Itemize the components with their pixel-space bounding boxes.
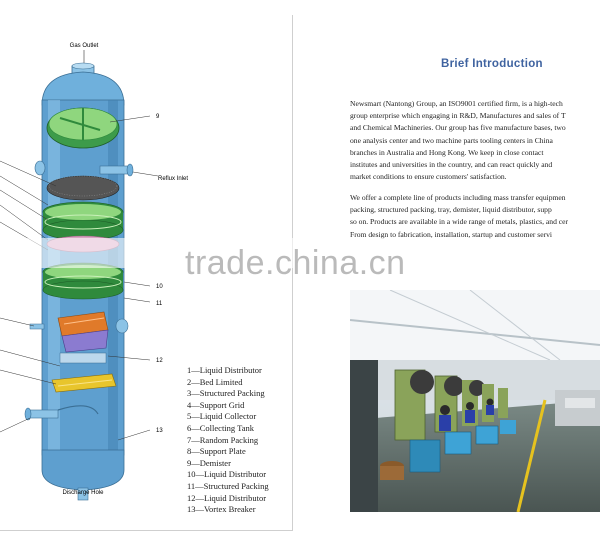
- gas-outlet-label: Gas Outlet: [70, 43, 99, 49]
- legend-item: 7—Random Packing: [187, 434, 259, 445]
- callout-12: 12: [156, 358, 163, 364]
- legend-item: 9—Demister: [187, 457, 231, 468]
- text-line: branches in Australia and Hong Kong. We …: [350, 147, 544, 157]
- bottom-inlet-pipe: [27, 409, 59, 419]
- factory-photo: [350, 290, 600, 512]
- legend-item: 2—Bed Limited: [187, 376, 243, 387]
- text-line: Newsmart (Nantong) Group, an ISO9001 cer…: [350, 99, 563, 108]
- tower-diagram: Gas Outlet Reflux Inlet: [0, 43, 188, 501]
- legend-item: 3—Structured Packing: [187, 388, 265, 399]
- legend-item: 10—Liquid Distributor: [187, 469, 267, 480]
- text-line: and Chemical Machineries. Our group has …: [350, 123, 566, 133]
- factory-scene: [350, 290, 600, 512]
- watermark-band: [0, 238, 600, 268]
- legend-item: 6—Collecting Tank: [187, 422, 255, 433]
- text-line: market conditions to ensure customers' s…: [350, 172, 507, 182]
- bottom-dome: [41, 449, 125, 491]
- callout-9: 9: [156, 114, 160, 120]
- intro-paragraph-2: We offer a complete line of products inc…: [350, 192, 600, 241]
- legend-item: 11—Structured Packing: [187, 480, 269, 491]
- reflux-inlet-pipe: [99, 165, 131, 175]
- intro-panel: Brief Introduction Newsmart (Nantong) Gr…: [300, 0, 600, 547]
- intro-title: Brief Introduction: [441, 58, 543, 70]
- legend-item: 8—Support Plate: [187, 446, 246, 457]
- side-nozzle-left: [29, 323, 45, 330]
- text-line: one analysis center and two machine part…: [350, 135, 553, 145]
- text-line: packing, structured packing, tray, demis…: [350, 205, 552, 215]
- legend-item: 12—Liquid Distributor: [187, 492, 267, 503]
- text-line: institutes and universities in the count…: [350, 160, 553, 170]
- legend-item: 4—Support Grid: [187, 399, 245, 410]
- legend-item: 13—Vortex Breaker: [187, 504, 256, 515]
- text-line: From design to fabrication, installation…: [350, 229, 553, 239]
- parts-legend: 1—Liquid Distributor 2—Bed Limited 3—Str…: [187, 365, 269, 516]
- legend-item: 1—Liquid Distributor: [187, 365, 262, 375]
- callout-11: 11: [156, 301, 163, 307]
- text-line: group enterprise which engaging in R&D, …: [350, 111, 566, 121]
- text-line: We offer a complete line of products inc…: [350, 193, 566, 202]
- side-nozzle-top: [34, 160, 46, 176]
- callout-10: 10: [156, 284, 163, 290]
- watermark: trade.china.cn: [185, 244, 406, 282]
- text-line: so on. Products are available in a wide …: [350, 217, 569, 227]
- diagram-panel: Gas Outlet Reflux Inlet: [0, 15, 293, 531]
- legend-item: 5—Liquid Collector: [187, 411, 257, 422]
- collecting-tank: [59, 352, 107, 364]
- liquid-distributor-grid: [46, 175, 120, 201]
- top-dome: [41, 71, 125, 106]
- callout-13: 13: [156, 428, 163, 434]
- reflux-inlet-label: Reflux Inlet: [158, 176, 188, 182]
- discharge-hole-label: Discharge Hole: [62, 490, 104, 496]
- side-nozzle-right: [115, 318, 129, 334]
- intro-paragraph-1: Newsmart (Nantong) Group, an ISO9001 cer…: [350, 98, 600, 183]
- discharge-nozzle: [77, 487, 89, 501]
